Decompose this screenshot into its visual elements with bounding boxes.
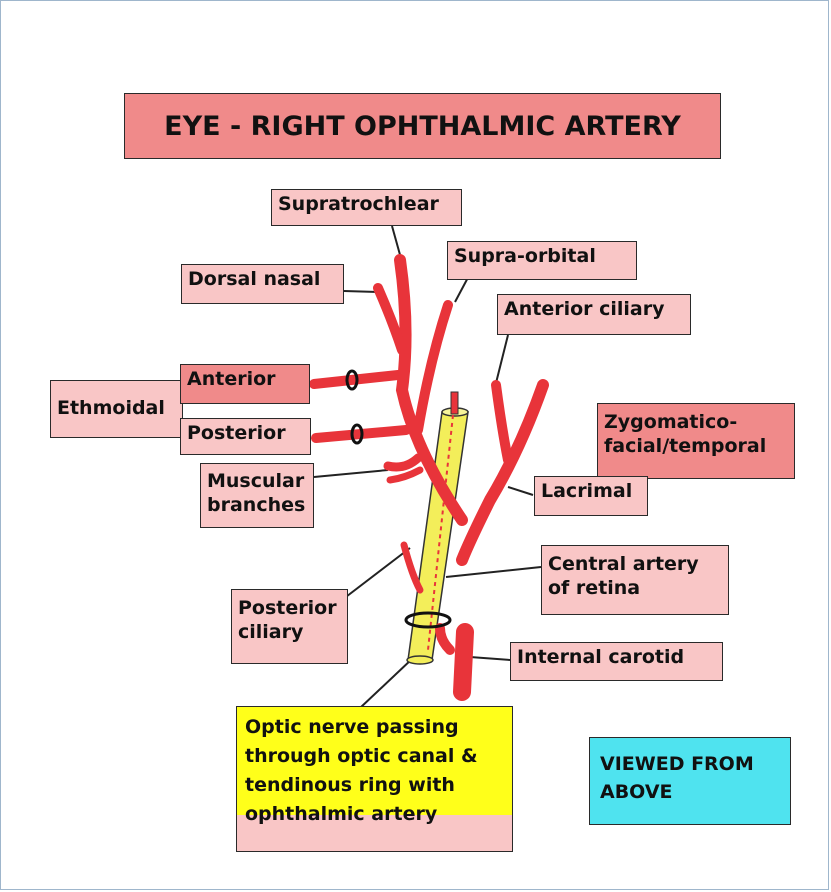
artery-ophthalmic-origin xyxy=(440,628,450,650)
label-muscular-branches: Muscular branches xyxy=(200,463,314,528)
note-viewed-from-above: VIEWED FROM ABOVE xyxy=(589,737,791,825)
leader-anterior-ciliary xyxy=(496,335,508,383)
label-ethmoidal-posterior: Posterior xyxy=(180,418,311,455)
note-optic-nerve: Optic nerve passing through optic canal … xyxy=(236,706,513,852)
artery-muscular-1 xyxy=(388,458,418,467)
artery-internal-carotid xyxy=(462,632,465,692)
artery-muscular-2 xyxy=(390,470,420,480)
artery-posterior-ciliary xyxy=(404,545,420,590)
leader-posterior-ciliary xyxy=(338,548,410,603)
leader-internal-carotid xyxy=(470,657,510,660)
label-anterior-ciliary: Anterior ciliary xyxy=(497,294,691,335)
label-zygomatico-facial-temporal: Zygomatico- facial/temporal xyxy=(597,403,795,479)
label-supra-orbital: Supra-orbital xyxy=(447,241,637,280)
label-dorsal-nasal: Dorsal nasal xyxy=(181,264,344,304)
label-ethmoidal-anterior: Anterior xyxy=(180,364,310,404)
leader-central-artery xyxy=(446,567,541,577)
leader-lacrimal xyxy=(508,487,533,495)
label-ethmoidal: Ethmoidal xyxy=(50,380,183,438)
artery-anterior-ciliary xyxy=(496,385,508,460)
page-title: EYE - RIGHT OPHTHALMIC ARTERY xyxy=(124,93,721,159)
label-lacrimal: Lacrimal xyxy=(534,476,648,516)
leader-dorsal-nasal xyxy=(344,291,378,292)
label-supratrochlear: Supratrochlear xyxy=(271,189,462,226)
leader-optic-nerve xyxy=(360,658,413,708)
leader-muscular xyxy=(314,470,388,477)
label-central-artery-of-retina: Central artery of retina xyxy=(541,545,729,615)
label-posterior-ciliary: Posterior ciliary xyxy=(231,589,348,664)
label-internal-carotid: Internal carotid xyxy=(510,642,723,681)
